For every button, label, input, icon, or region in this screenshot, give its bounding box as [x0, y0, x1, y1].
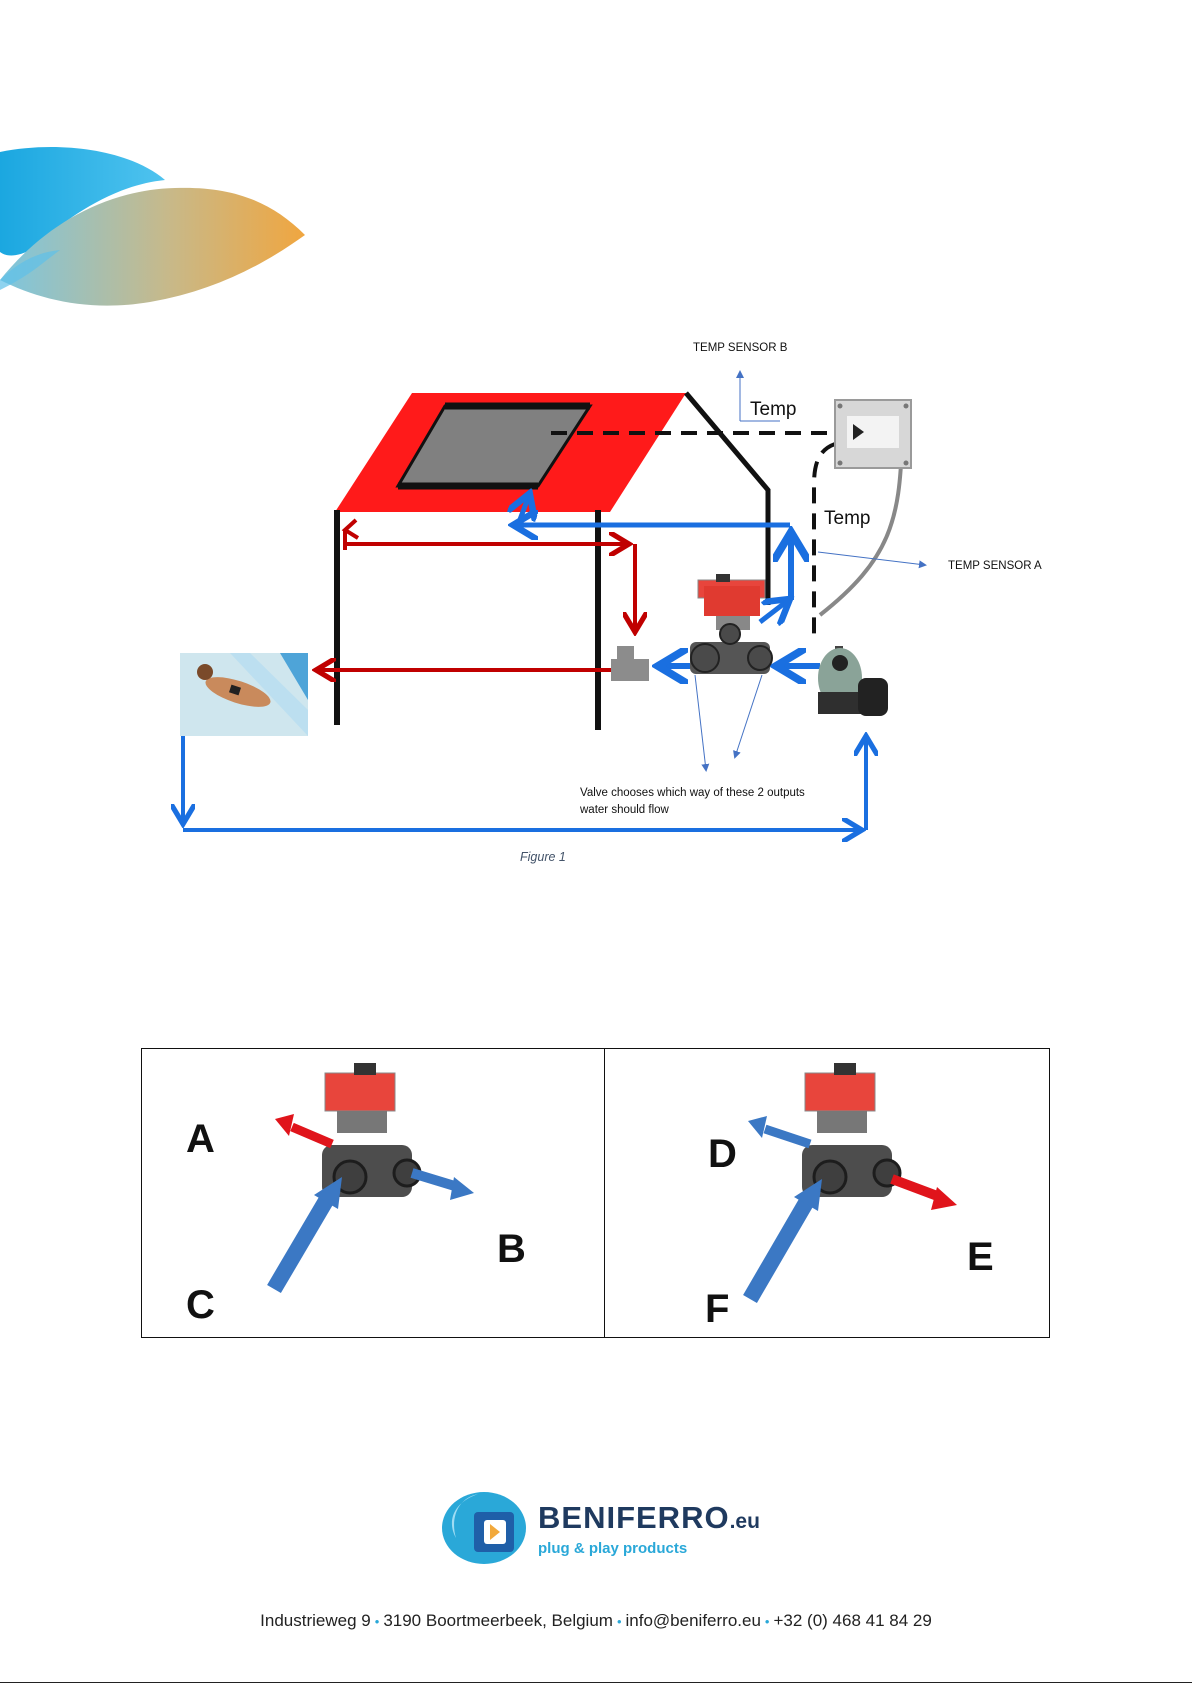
valve-cell-left: A B C: [142, 1049, 605, 1337]
valve-label-b: B: [497, 1229, 526, 1269]
valve-label-d: D: [708, 1134, 737, 1174]
temp-sensor-a-label: TEMP SENSOR A: [948, 560, 1042, 572]
footer-separator: •: [375, 1614, 380, 1629]
bottom-rule: [0, 1682, 1192, 1683]
brand-logo: BENIFERRO.eu plug & play products: [438, 1488, 778, 1568]
valve-label-a: A: [186, 1119, 215, 1159]
footer-separator: •: [617, 1614, 622, 1629]
sand-filter-pump: [818, 646, 888, 716]
valve-left-arrow-b: [412, 1173, 458, 1187]
roof-right-edge: [686, 393, 768, 605]
temp-label-top: Temp: [750, 399, 796, 420]
controller-box: [835, 400, 911, 468]
valve-note-line2: water should flow: [579, 804, 670, 816]
temp-sensor-b-label: TEMP SENSOR B: [693, 342, 788, 354]
valve-label-c: C: [186, 1285, 215, 1325]
footer-email[interactable]: info@beniferro.eu: [626, 1611, 761, 1630]
corner-wave-logo: [0, 140, 310, 325]
footer-street: Industrieweg 9: [260, 1611, 371, 1630]
brand-name: BENIFERRO.eu: [538, 1500, 760, 1536]
three-way-valve: [690, 574, 772, 674]
valve-right-arrow-d: [765, 1129, 810, 1144]
valve-label-e: E: [967, 1237, 994, 1277]
temp-label-side: Temp: [824, 508, 870, 529]
valve-label-f: F: [705, 1289, 729, 1329]
pool-photo: [180, 653, 308, 736]
valve-right-body: [802, 1063, 900, 1197]
pool-heating-diagram: TEMP SENSOR B TEMP SENSOR A Temp Temp: [0, 320, 1192, 880]
valve-direction-table: A B C D E F: [141, 1048, 1050, 1338]
beniferro-logo-icon: [438, 1488, 530, 1566]
valve-left-body: [322, 1063, 420, 1197]
figure-caption: Figure 1: [520, 850, 566, 864]
footer-separator: •: [765, 1614, 770, 1629]
footer-address: Industrieweg 9•3190 Boortmeerbeek, Belgi…: [0, 1611, 1192, 1631]
valve-right-illustration: [605, 1049, 1049, 1336]
mixing-block: [611, 646, 649, 681]
footer-phone[interactable]: +32 (0) 468 41 84 29: [773, 1611, 931, 1630]
valve-right-arrow-e: [892, 1179, 940, 1197]
valve-right-arrow-f: [750, 1201, 807, 1299]
blue-valve-diag-arrow: [760, 602, 786, 622]
valve-cell-right: D E F: [605, 1049, 1049, 1337]
brand-tld: .eu: [730, 1510, 760, 1533]
hot-return-arrow: [345, 530, 625, 550]
valve-left-arrow-c: [274, 1199, 327, 1289]
brand-tagline: plug & play products: [538, 1540, 687, 1557]
valve-left-arrow-a: [292, 1127, 332, 1144]
footer-city: 3190 Boortmeerbeek, Belgium: [383, 1611, 613, 1630]
valve-note-line1: Valve chooses which way of these 2 outpu…: [580, 787, 805, 799]
